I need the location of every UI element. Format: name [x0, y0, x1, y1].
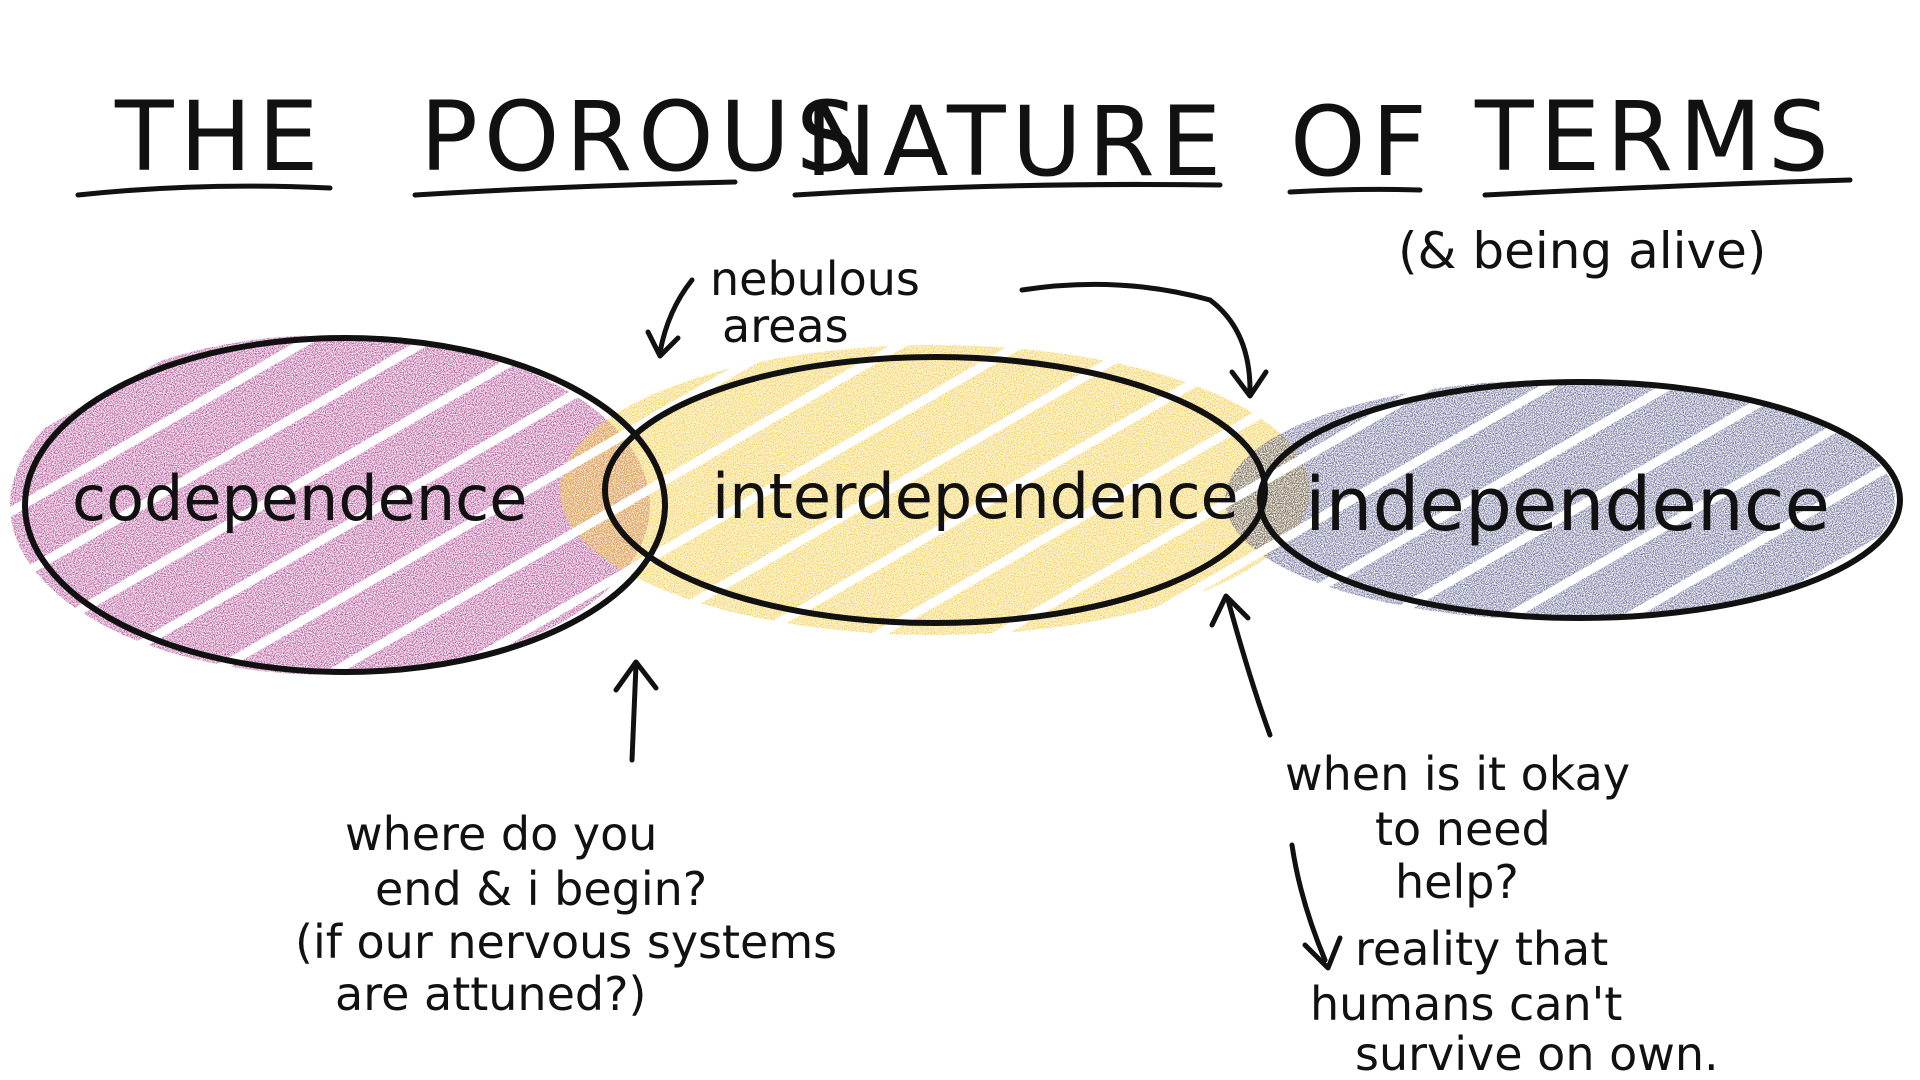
- boundary-line-2: end & i begin?: [375, 862, 707, 916]
- arrows: [613, 277, 1343, 971]
- title-word-terms: TERMS: [1474, 81, 1835, 193]
- label-interdependence: interdependence: [712, 460, 1239, 533]
- region-fill-interdependence: [560, 345, 1310, 635]
- title-underlines: [75, 177, 1853, 198]
- region-outlines: [22, 335, 1903, 675]
- arrow-up-right-overlap: [1225, 597, 1273, 738]
- arrow-nebulous-right: [1019, 281, 1253, 393]
- boundary-line-4: are attuned?): [335, 967, 646, 1021]
- outline-independence: [1257, 379, 1903, 621]
- outline-interdependence: [602, 354, 1268, 626]
- nebulous-line-2: areas: [722, 299, 849, 353]
- title-word-of: OF: [1290, 86, 1433, 198]
- title-word-nature: NATURE: [805, 86, 1227, 198]
- help-line-1: when is it okay: [1285, 747, 1630, 801]
- help-line-3: help?: [1395, 855, 1519, 909]
- region-fill-codependence: [10, 335, 650, 675]
- reality-line-2: humans can't: [1310, 977, 1622, 1031]
- label-independence: independence: [1305, 462, 1830, 548]
- help-line-2: to need: [1375, 802, 1551, 856]
- arrow-up-left-overlap: [629, 662, 639, 763]
- reality-line-1: reality that: [1355, 922, 1608, 976]
- outline-codependence: [22, 335, 668, 675]
- title-word-porous: POROUS: [420, 81, 863, 193]
- reality-line-3: survive on own.: [1355, 1027, 1719, 1080]
- arrow-nebulous-left: [657, 277, 695, 355]
- nebulous-line-1: nebulous: [710, 252, 920, 306]
- label-codependence: codependence: [72, 462, 527, 535]
- boundary-line-3: (if our nervous systems: [295, 915, 837, 969]
- region-fill-independence: [1225, 380, 1895, 620]
- subtitle: (& being alive): [1398, 222, 1766, 280]
- title-word-the: THE: [114, 81, 324, 193]
- arrow-down-reality: [1289, 842, 1328, 963]
- region-fills: [10, 335, 1895, 675]
- boundary-line-1: where do you: [345, 807, 657, 861]
